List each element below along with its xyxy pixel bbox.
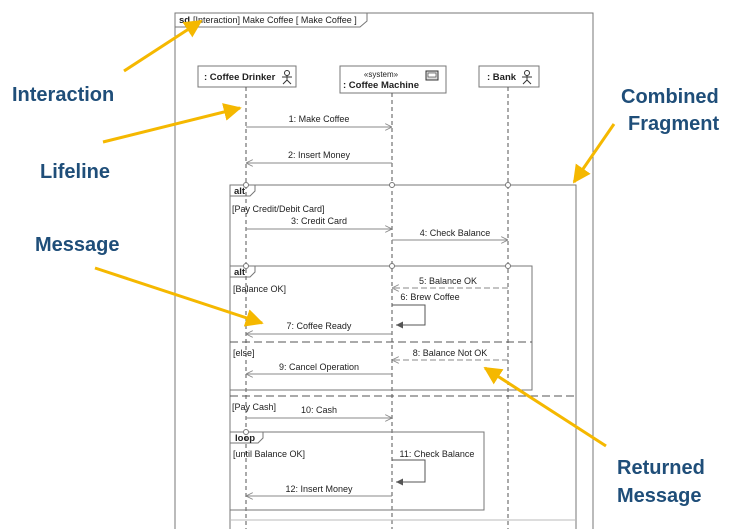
lifeline-gate [243,263,249,269]
callout-combined-fragment-line1: Combined [621,86,719,108]
message-label: 4: Check Balance [420,228,491,238]
message-label: 9: Cancel Operation [279,362,359,372]
self-message-arrow[interactable] [392,459,426,486]
lifeline-gate [243,182,249,188]
message-label: 11: Check Balance [400,449,475,459]
lifeline-gate [505,182,511,188]
frame-title: [Interaction] Make Coffee [ Make Coffee … [193,15,357,25]
callout-arrow-message [94,266,264,327]
component-icon [425,70,439,81]
callout-lifeline: Lifeline [40,161,110,183]
fragment-tag [230,432,264,444]
lifeline-label-bank: : Bank [487,72,517,83]
message-label: 7: Coffee Ready [287,321,352,331]
message-label: 2: Insert Money [288,150,351,160]
fragment-operator: alt [234,267,246,278]
lifeline-label-coffee-machine: : Coffee Machine [343,80,419,91]
fragment-operator: loop [235,433,255,444]
message-label: 5: Balance OK [419,276,477,286]
guard-until: [until Balance OK] [233,449,305,459]
guard-balance-ok: [Balance OK] [233,284,286,294]
message-label: 3: Credit Card [291,216,347,226]
actor-icon [522,70,532,85]
combined-fragment-loop[interactable] [229,431,485,511]
callout-arrow-combined-fragment [572,123,616,184]
interaction-frame-tag [175,13,368,28]
fragment-tag [230,185,256,197]
message-label: 10: Cash [301,405,337,415]
message-label: 12: Insert Money [285,484,353,494]
lifeline-stereotype-coffee-machine: «system» [364,70,399,79]
fragment-operator: alt [234,186,246,197]
frame-kind: sd [179,15,190,26]
self-message-arrow[interactable] [392,304,426,329]
actor-icon [282,70,292,85]
guard-pay-cash: [Pay Cash] [232,402,276,412]
guard-else: [else] [233,348,255,358]
callout-arrow-lifeline [102,103,242,144]
message-label: 1: Make Coffee [289,114,350,124]
callout-arrow-returned-message [483,366,607,448]
lifeline-gate [243,429,249,435]
combined-fragment-alt-inner[interactable] [229,265,533,391]
message-label: 8: Balance Not OK [413,348,488,358]
callout-returned-message-line1: Returned [617,457,705,479]
lifeline-head-bank[interactable] [478,65,540,88]
fragment-tag [230,266,256,278]
lifeline-head-coffee-drinker[interactable] [197,65,297,88]
callout-interaction: Interaction [12,84,114,106]
lifeline-gate [389,182,395,188]
lifeline-label-coffee-drinker: : Coffee Drinker [204,72,276,83]
callout-arrow-interaction [123,19,203,73]
guard-pay-card: [Pay Credit/Debit Card] [232,204,325,214]
callout-message: Message [35,234,120,256]
callout-combined-fragment-line2: Fragment [628,113,719,135]
message-label: 6: Brew Coffee [400,292,459,302]
lifeline-gate [505,263,511,269]
callout-returned-message-line2: Message [617,485,702,507]
lifeline-gate [389,263,395,269]
